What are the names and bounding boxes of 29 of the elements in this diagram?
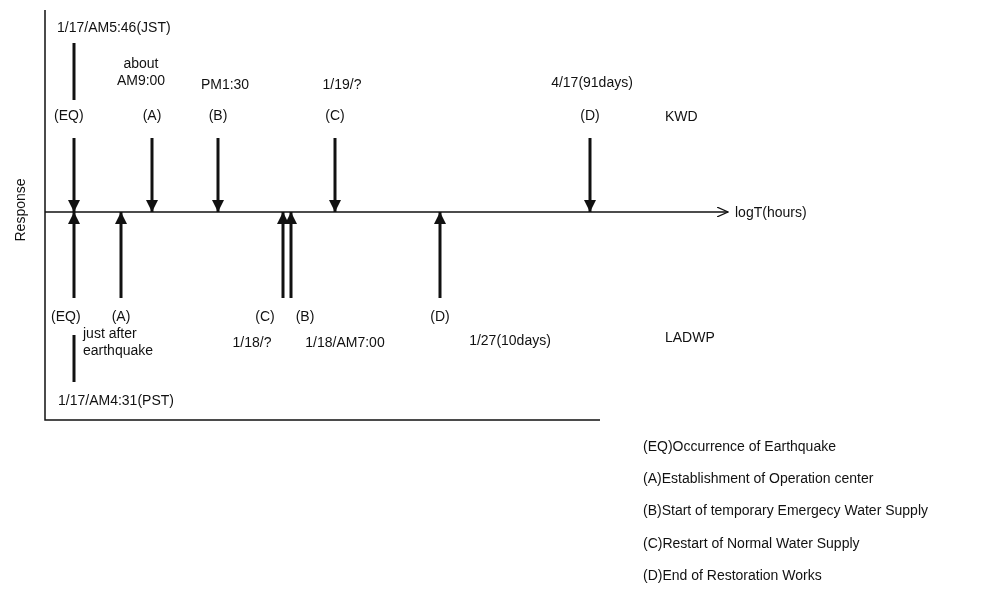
event-code: (B): [295, 308, 315, 325]
organization-label: LADWP: [665, 329, 715, 346]
organization-label: KWD: [665, 108, 698, 125]
key-text: (A)Establishment of Operation center: [643, 470, 874, 487]
event-code: (A): [142, 107, 162, 124]
axis-label: Response: [11, 181, 29, 242]
event-time: about AM9:00: [115, 55, 167, 89]
key-text: (EQ)Occurrence of Earthquake: [643, 438, 836, 455]
key-text: (D)End of Restoration Works: [643, 567, 822, 584]
event-time: 4/17(91days): [551, 74, 633, 91]
event-time: 1/18/?: [232, 334, 272, 351]
event-code: (D): [580, 107, 600, 124]
event-code: (B): [208, 107, 228, 124]
event-time: 1/17/AM4:31(PST): [58, 392, 174, 409]
key-text: (C)Restart of Normal Water Supply: [643, 535, 860, 552]
event-code: (A): [111, 308, 131, 325]
event-code: (EQ): [54, 107, 84, 124]
event-time: 1/27(10days): [469, 332, 551, 349]
event-time: 1/17/AM5:46(JST): [57, 19, 171, 36]
axis-label: logT(hours): [735, 204, 807, 221]
event-time: 1/19/?: [322, 76, 362, 93]
event-code: (EQ): [51, 308, 81, 325]
event-code: (D): [430, 308, 450, 325]
event-code: (C): [325, 107, 345, 124]
event-code: (C): [255, 308, 275, 325]
key-text: (B)Start of temporary Emergecy Water Supply: [643, 502, 929, 519]
event-time: just after earthquake: [83, 325, 155, 359]
event-time: PM1:30: [200, 76, 250, 93]
event-time: 1/18/AM7:00: [305, 334, 385, 351]
